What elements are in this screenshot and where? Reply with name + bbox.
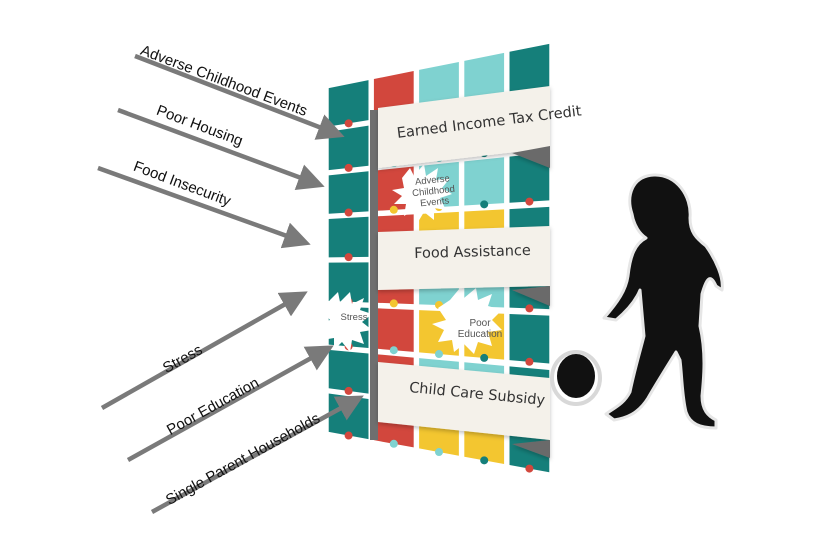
puzzle-knob bbox=[480, 456, 489, 465]
support-food-assistance: Food Assistance bbox=[414, 242, 532, 262]
puzzle-knob bbox=[344, 163, 353, 172]
splat-line: Poor bbox=[469, 318, 491, 329]
arrow-stress bbox=[100, 291, 308, 410]
puzzle-tile bbox=[373, 308, 414, 352]
puzzle-tile bbox=[328, 216, 369, 258]
puzzle-knob bbox=[480, 200, 489, 209]
puzzle-knob bbox=[525, 464, 534, 473]
puzzle-knob bbox=[344, 208, 353, 217]
puzzle-tile bbox=[328, 171, 369, 214]
puzzle-knob bbox=[344, 431, 353, 440]
arrow-food-insecurity bbox=[97, 165, 311, 249]
puzzle-tile bbox=[509, 313, 550, 364]
arrow-single-parent bbox=[150, 395, 364, 514]
puzzle-tile bbox=[328, 125, 369, 171]
arrow-adverse-childhood bbox=[134, 53, 345, 140]
puzzle-knob bbox=[344, 253, 353, 262]
puzzle-knob bbox=[525, 357, 534, 366]
banner-food-assistance bbox=[378, 226, 550, 306]
puzzle-knob bbox=[435, 350, 443, 359]
puzzle-knob bbox=[389, 299, 398, 308]
puzzle-knob bbox=[480, 353, 489, 362]
puzzle-knob bbox=[344, 119, 353, 128]
puzzle-tile bbox=[464, 157, 505, 206]
arrow-poor-housing bbox=[117, 107, 325, 190]
puzzle-tile bbox=[464, 52, 505, 106]
puzzle-knob bbox=[389, 346, 398, 355]
child-silhouette-icon bbox=[602, 173, 724, 430]
arrow-poor-education bbox=[126, 345, 334, 462]
splat-adverse bbox=[392, 164, 452, 222]
puzzle-tile bbox=[509, 43, 550, 98]
puzzle-knob bbox=[525, 197, 534, 206]
ball-icon bbox=[550, 350, 602, 406]
puzzle-knob bbox=[435, 448, 443, 457]
banner-child-care bbox=[378, 362, 550, 458]
puzzle-knob bbox=[389, 439, 398, 448]
puzzle-tile bbox=[509, 152, 550, 203]
puzzle-knob bbox=[525, 304, 534, 313]
puzzle-tile bbox=[328, 349, 369, 394]
puzzle-tile bbox=[328, 262, 369, 303]
splat-education bbox=[432, 288, 502, 354]
splat-text-stress: Stress bbox=[340, 312, 368, 323]
banner-earned-income bbox=[378, 86, 550, 168]
banner-pole bbox=[370, 110, 378, 440]
splat-line: Education bbox=[457, 329, 503, 340]
puzzle-knob bbox=[344, 386, 353, 395]
splat-text-education: Poor Education bbox=[452, 318, 508, 340]
splat-stress bbox=[318, 292, 372, 352]
splat-text-adverse: Adverse Childhood Events bbox=[404, 172, 463, 211]
puzzle-knob bbox=[389, 205, 398, 214]
